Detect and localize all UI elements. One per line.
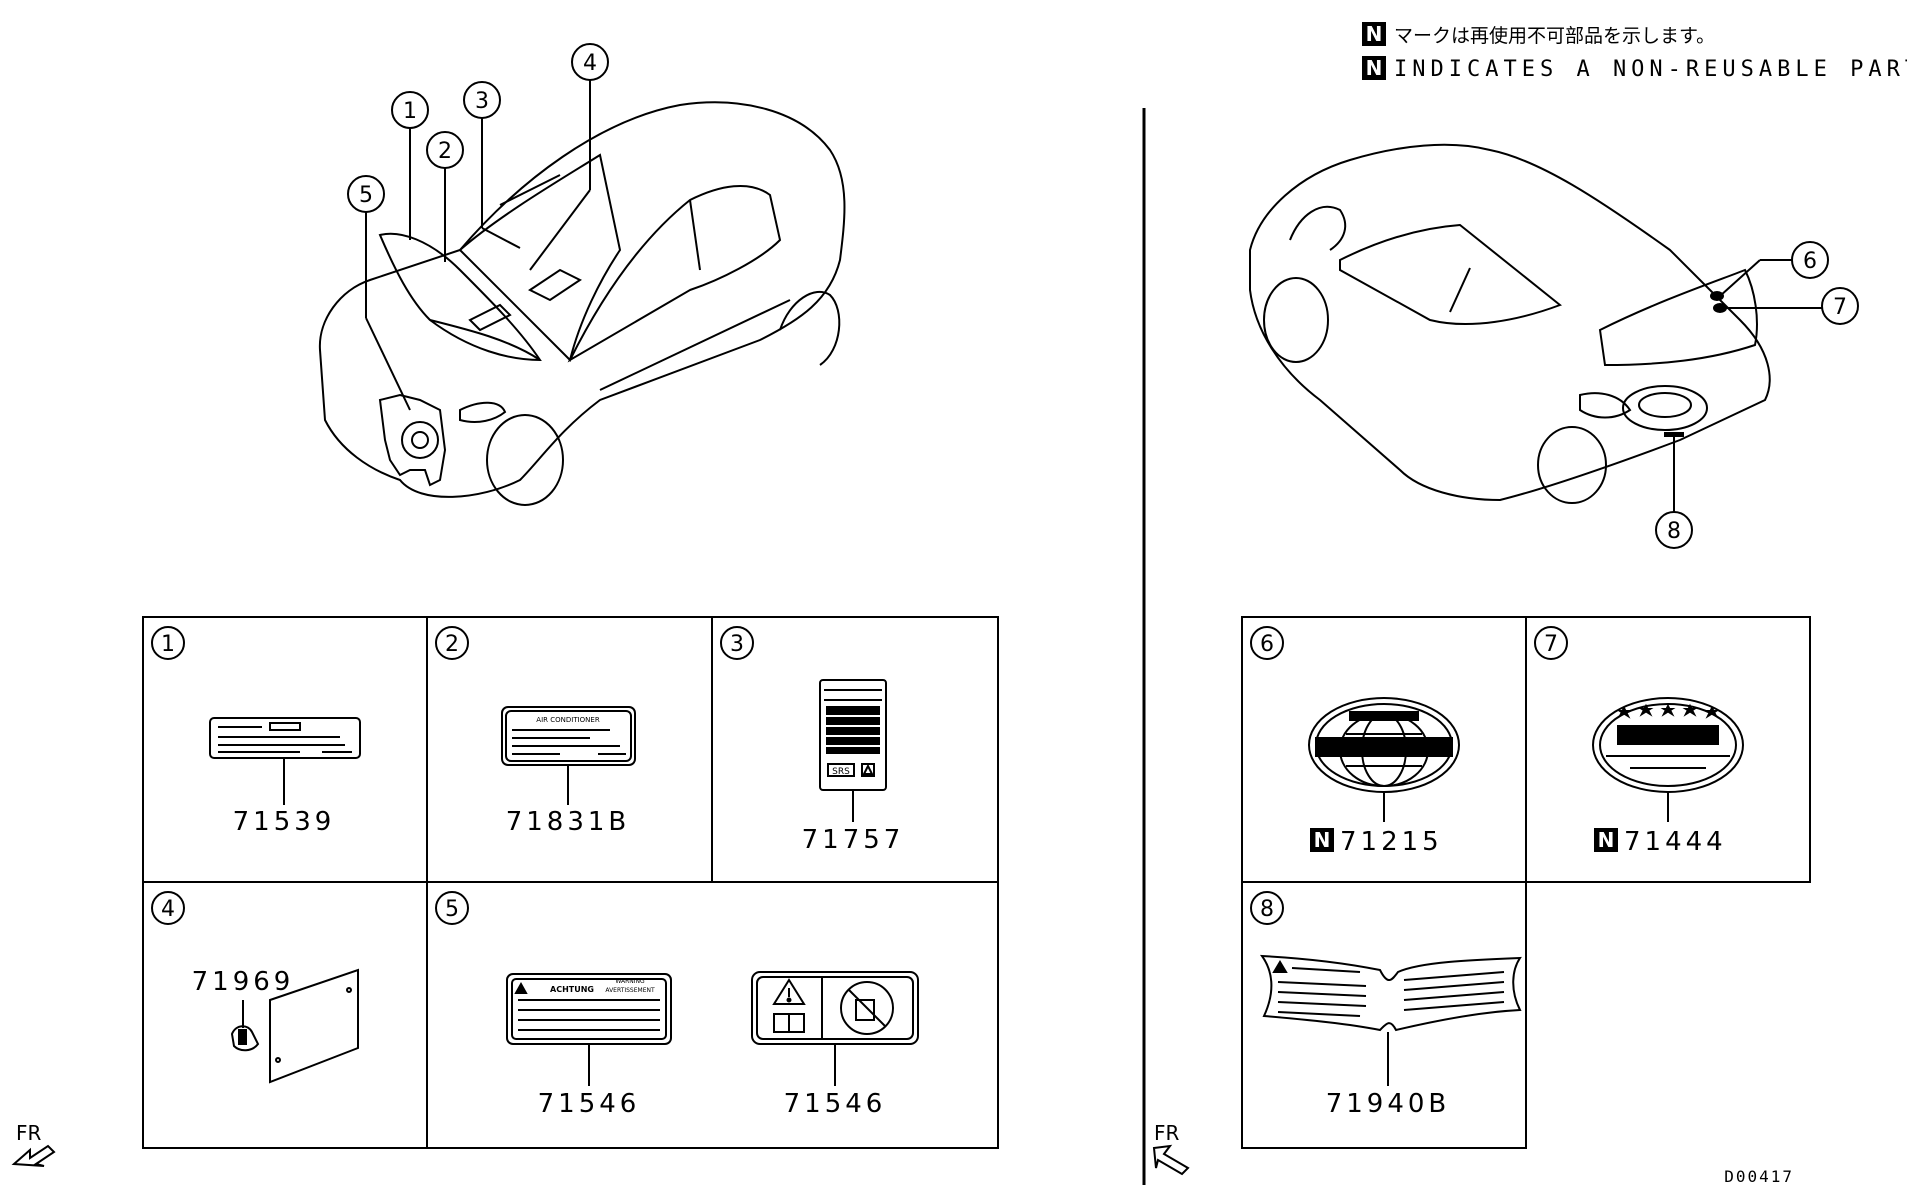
nonreusable-badge-icon	[1362, 56, 1386, 80]
callout-1-label: 1	[403, 99, 417, 124]
part-number-71940b: 71940B	[1326, 1089, 1451, 1119]
callout-6	[1791, 241, 1829, 279]
warning-text: WARNING	[615, 978, 645, 985]
legend: N マークは再使用不可部品を示します。 N INDICATES A NON-RE…	[1362, 22, 1907, 82]
car-rear-illustration	[1249, 143, 1771, 504]
front-direction-marker-right: FR	[1152, 1121, 1190, 1176]
callout-4	[571, 43, 609, 81]
legend-badge-text: N	[1366, 56, 1383, 80]
legend-japanese: マークは再使用不可部品を示します。	[1394, 25, 1715, 47]
callout-6-label: 6	[1803, 249, 1817, 274]
warning-triangle-icon	[772, 978, 806, 1005]
label-71539-illustration	[209, 717, 361, 805]
callout-5-label: 5	[359, 183, 373, 208]
part-number-71546-b: 71546	[784, 1089, 887, 1119]
badge-71444: N	[1598, 828, 1615, 852]
pn-71444: 71444	[1624, 827, 1727, 857]
parts-table-left	[142, 616, 999, 1149]
label-71969-illustration	[230, 968, 359, 1084]
panel-2-number: 2	[445, 632, 459, 657]
nonreusable-badge-icon	[1594, 828, 1618, 852]
panel-4-number: 4	[161, 897, 175, 922]
panel-numbers: 1 2 3 4 5 6 7 8	[151, 626, 1568, 925]
part-number-71969: 71969	[192, 967, 295, 997]
achtung-text: ACHTUNG	[550, 985, 594, 994]
panel-7-number: 7	[1544, 632, 1558, 657]
callout-8-label: 8	[1667, 519, 1681, 544]
callouts: 1 2 3 4 5 6 7 8	[347, 43, 1859, 549]
part-number-71539: 71539	[233, 807, 336, 837]
callout-5	[347, 175, 385, 213]
callout-3-label: 3	[475, 89, 489, 114]
nonreusable-badge-icon	[1362, 22, 1386, 46]
label-71831b-illustration: AIR CONDITIONER	[501, 706, 636, 805]
front-arrow-icon	[11, 1144, 56, 1167]
part-number-71444: N 71444	[1594, 827, 1727, 857]
front-direction-marker-left: FR	[11, 1121, 56, 1167]
legend-english: INDICATES A NON-REUSABLE PART.	[1394, 57, 1907, 82]
fr-label-left: FR	[16, 1121, 42, 1145]
srs-label-text: SRS	[832, 767, 850, 777]
label-71546a-illustration: ACHTUNG WARNING AVERTISSEMENT	[506, 973, 672, 1086]
callout-7	[1821, 287, 1859, 325]
car-front-illustration	[318, 101, 846, 506]
callout-3	[463, 81, 501, 119]
label-71444-illustration	[1592, 697, 1744, 822]
callout-2	[426, 131, 464, 169]
nonreusable-badge-icon	[1310, 828, 1334, 852]
label-71940b-illustration	[1259, 954, 1522, 1086]
callout-1	[391, 91, 429, 129]
part-number-71546-a: 71546	[538, 1089, 641, 1119]
panel-3-number: 3	[730, 632, 744, 657]
callout-4-label: 4	[583, 51, 597, 76]
ac-label-title: AIR CONDITIONER	[536, 716, 600, 724]
diagram-code: D00417	[1724, 1167, 1794, 1186]
fr-label-right: FR	[1154, 1121, 1180, 1145]
label-71215-illustration	[1308, 697, 1460, 822]
callout-2-label: 2	[438, 139, 452, 164]
part-number-71757: 71757	[802, 825, 905, 855]
panel-8-number: 8	[1260, 897, 1274, 922]
panel-5-number: 5	[445, 897, 459, 922]
badge-71215: N	[1314, 828, 1331, 852]
avertissement-text: AVERTISSEMENT	[605, 987, 655, 994]
parts-table-right	[1241, 616, 1811, 1149]
panel-6-number: 6	[1260, 632, 1274, 657]
legend-badge-text: N	[1366, 22, 1383, 46]
pn-71215: 71215	[1340, 827, 1443, 857]
no-child-seat-icon	[840, 981, 894, 1035]
front-arrow-icon	[1152, 1144, 1190, 1176]
callout-7-label: 7	[1833, 295, 1847, 320]
part-number-71831b: 71831B	[506, 807, 631, 837]
part-number-71215: N 71215	[1310, 827, 1443, 857]
callout-8	[1655, 511, 1693, 549]
label-71757-illustration: SRS	[819, 679, 887, 822]
label-71546b-illustration	[751, 971, 919, 1086]
panel-1-number: 1	[161, 632, 175, 657]
